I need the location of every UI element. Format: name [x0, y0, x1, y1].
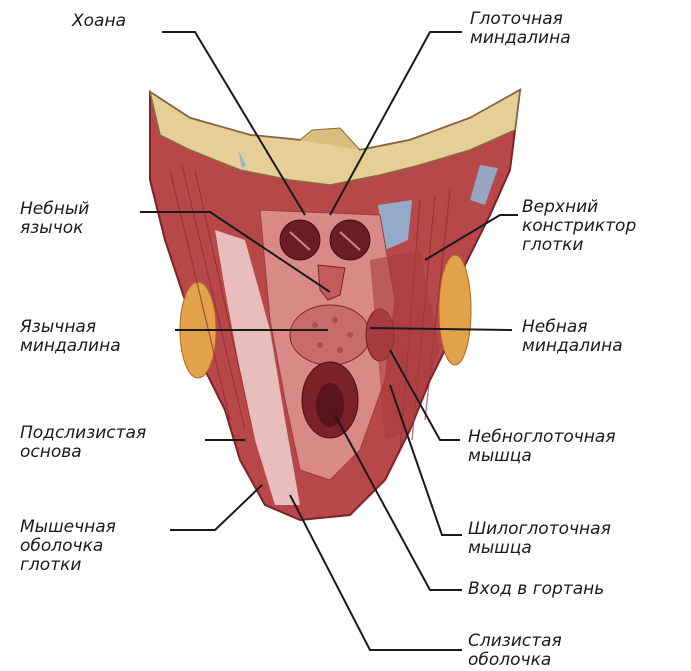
leader-muscular-coat — [170, 485, 262, 530]
label-palatopharyngeal-muscle: Небноглоточная мышца — [468, 428, 616, 466]
label-stylopharyngeal-muscle: Шилоглоточная мышца — [468, 520, 611, 558]
fat-right — [439, 255, 471, 365]
lingual-tonsil-shape — [290, 305, 370, 365]
label-lingual-tonsil: Язычная миндалина — [20, 318, 121, 356]
label-upper-constrictor: Верхний констриктор глотки — [522, 198, 636, 255]
label-larynx-entrance: Вход в гортань — [468, 580, 604, 599]
label-uvula: Небный язычок — [20, 200, 89, 238]
label-mucous-membrane: Слизистая оболочка — [468, 632, 562, 670]
label-pharyngeal-tonsil: Глоточная миндалина — [470, 10, 571, 48]
label-submucosa: Подслизистая основа — [20, 424, 146, 462]
label-choana: Хоана — [72, 12, 126, 31]
label-muscular-coat: Мышечная оболочка глотки — [20, 518, 116, 575]
label-palatine-tonsil: Небная миндалина — [522, 318, 623, 356]
